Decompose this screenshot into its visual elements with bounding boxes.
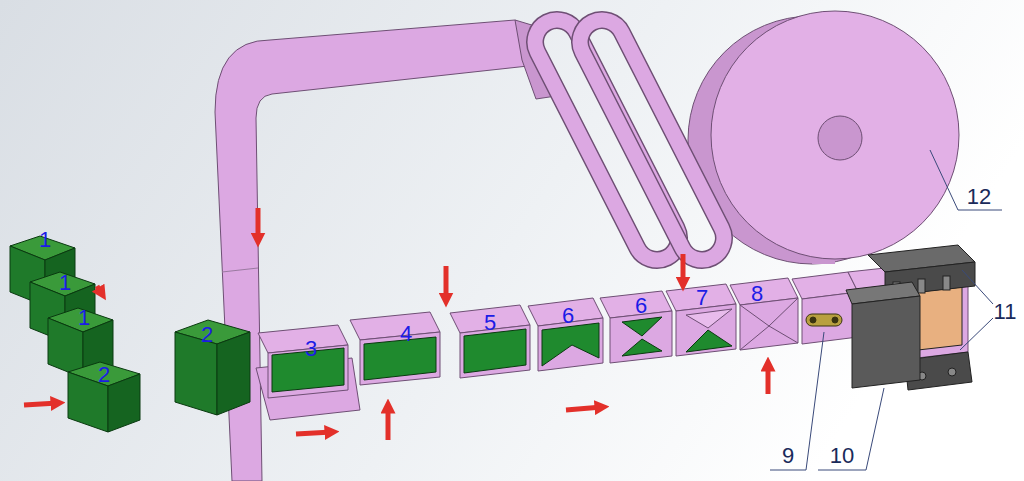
sealing-jaw bbox=[943, 276, 950, 290]
sealing-jaw bbox=[948, 368, 956, 376]
film-band bbox=[215, 20, 528, 481]
stage-number: 6 bbox=[562, 305, 574, 327]
stage-number: 2 bbox=[201, 324, 213, 346]
leader-line bbox=[930, 150, 958, 210]
film-loop bbox=[572, 12, 731, 267]
motion-arrow bbox=[24, 403, 58, 405]
film-roll bbox=[711, 11, 959, 259]
motion-arrow bbox=[296, 432, 332, 434]
motion-arrow bbox=[256, 208, 261, 240]
motion-arrow bbox=[444, 266, 449, 300]
sealing-jaw bbox=[918, 287, 962, 350]
leader-line bbox=[770, 332, 824, 470]
film-loop bbox=[527, 12, 731, 267]
film-roll bbox=[818, 116, 862, 160]
motion-arrow bbox=[97, 286, 102, 294]
leader-line bbox=[770, 150, 1002, 470]
package bbox=[686, 330, 732, 352]
motion-arrow bbox=[681, 254, 686, 284]
package bbox=[802, 292, 858, 344]
stage-number: 4 bbox=[400, 323, 412, 345]
sealing-jaw bbox=[918, 279, 925, 293]
callout-number: 11 bbox=[994, 301, 1017, 323]
conveyor-belt bbox=[832, 317, 838, 323]
stage-number: 7 bbox=[696, 287, 708, 309]
package bbox=[256, 268, 895, 420]
product-box bbox=[217, 332, 250, 415]
motion-arrow bbox=[386, 406, 391, 440]
package bbox=[464, 329, 526, 373]
film-loop bbox=[527, 12, 686, 267]
package bbox=[740, 298, 798, 350]
package bbox=[740, 298, 798, 326]
film-band bbox=[222, 268, 258, 272]
leader-line bbox=[962, 270, 993, 304]
package bbox=[740, 326, 798, 350]
leader-line bbox=[958, 210, 1002, 211]
package bbox=[622, 317, 662, 336]
package bbox=[542, 323, 599, 366]
stage-number: 6 bbox=[635, 295, 647, 317]
product-box bbox=[108, 374, 140, 432]
callout-number: 9 bbox=[782, 445, 794, 467]
package bbox=[610, 311, 672, 363]
film-loop bbox=[572, 12, 731, 267]
motion-arrow bbox=[566, 407, 602, 410]
stage-number: 5 bbox=[484, 312, 496, 334]
leader-line bbox=[960, 318, 993, 350]
motion-arrow bbox=[766, 364, 771, 394]
motion-arrow bbox=[24, 208, 768, 440]
stage-number: 8 bbox=[751, 283, 763, 305]
package bbox=[676, 304, 736, 356]
package bbox=[686, 309, 732, 328]
callout-number: 12 bbox=[967, 186, 991, 208]
package bbox=[622, 339, 662, 356]
product-box bbox=[10, 236, 250, 432]
conveyor-belt bbox=[806, 314, 842, 326]
forming-box bbox=[852, 296, 920, 388]
stage-number: 2 bbox=[98, 364, 110, 386]
film-band bbox=[215, 20, 556, 481]
leader-line bbox=[818, 388, 884, 470]
conveyor-belt bbox=[810, 317, 816, 323]
conveyor-belt bbox=[806, 314, 842, 326]
forming-box bbox=[846, 282, 920, 388]
stage-number: 1 bbox=[78, 307, 90, 329]
stage-number: 1 bbox=[39, 229, 51, 251]
film-loop bbox=[527, 12, 686, 267]
callout-number: 10 bbox=[830, 445, 854, 467]
stage-number: 3 bbox=[305, 338, 317, 360]
stage-number: 1 bbox=[59, 272, 71, 294]
